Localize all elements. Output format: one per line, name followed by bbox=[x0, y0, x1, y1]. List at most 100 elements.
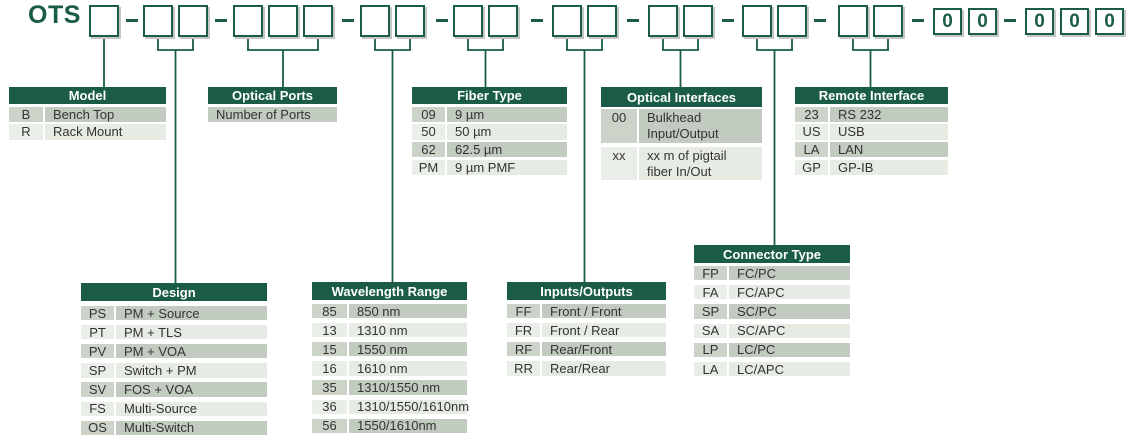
desc-cell: Rear/Rear bbox=[542, 361, 666, 376]
code-cell: LA bbox=[694, 362, 727, 377]
code-cell: B bbox=[9, 106, 43, 122]
code-cell: FR bbox=[507, 323, 540, 338]
desc-cell: GP-IB bbox=[830, 159, 948, 176]
table-header-wavelength_range: Wavelength Range bbox=[312, 282, 467, 300]
desc-cell: 1310 nm bbox=[349, 323, 467, 338]
product-prefix: OTS bbox=[28, 1, 81, 29]
code-box-fixed_00-2: 0 bbox=[968, 8, 997, 35]
desc-cell: PM + VOA bbox=[116, 344, 267, 359]
code-cell: PT bbox=[81, 325, 114, 340]
code-box-optical_ports-3 bbox=[303, 5, 333, 37]
code-box-wavelength_range-1 bbox=[360, 5, 390, 37]
desc-cell: 1310/1550/1610nm bbox=[349, 399, 469, 414]
code-box-optical_ports-1 bbox=[233, 5, 263, 37]
dash-separator-6 bbox=[627, 19, 639, 22]
desc-cell: Multi-Source bbox=[116, 401, 267, 416]
desc-cell: Bench Top bbox=[45, 106, 166, 122]
table-header-optical_ports: Optical Ports bbox=[208, 87, 337, 104]
dash-separator-9 bbox=[912, 19, 924, 22]
code-cell: 13 bbox=[312, 323, 347, 338]
code-cell: SP bbox=[694, 304, 727, 319]
dash-separator-1 bbox=[126, 19, 138, 22]
code-box-wavelength_range-2 bbox=[395, 5, 425, 37]
code-box-optical_interfaces-1 bbox=[648, 5, 678, 37]
code-box-model-1 bbox=[89, 5, 119, 37]
desc-line: xx m of pigtail bbox=[647, 148, 727, 163]
table-header-inputs_outputs: Inputs/Outputs bbox=[507, 282, 666, 300]
table-header-model: Model bbox=[9, 87, 166, 104]
code-box-design-2 bbox=[178, 5, 208, 37]
desc-cell: SC/PC bbox=[729, 304, 850, 319]
code-cell: 85 bbox=[312, 304, 347, 319]
code-cell: 00 bbox=[601, 109, 637, 143]
table-header-design: Design bbox=[81, 283, 267, 301]
desc-cell: USB bbox=[830, 124, 948, 140]
desc-cell: PM + Source bbox=[116, 306, 267, 321]
code-box-design-1 bbox=[143, 5, 173, 37]
desc-cell: SC/APC bbox=[729, 323, 850, 338]
table-header-optical_interfaces: Optical Interfaces bbox=[601, 87, 762, 107]
code-cell: FF bbox=[507, 304, 540, 319]
table-header-fiber_type: Fiber Type bbox=[412, 87, 567, 104]
code-box-inputs_outputs-1 bbox=[552, 5, 582, 37]
desc-cell: 1550 nm bbox=[349, 342, 467, 357]
code-cell: FS bbox=[81, 401, 114, 416]
code-cell: RF bbox=[507, 342, 540, 357]
desc-cell: 62.5 µm bbox=[447, 142, 567, 158]
code-cell: 16 bbox=[312, 361, 347, 376]
desc-cell: Switch + PM bbox=[116, 363, 267, 378]
desc-cell: Front / Front bbox=[542, 304, 666, 319]
dash-separator-7 bbox=[722, 19, 734, 22]
code-box-inputs_outputs-2 bbox=[587, 5, 617, 37]
code-cell: FP bbox=[694, 266, 727, 281]
desc-cell: Number of Ports bbox=[208, 106, 337, 122]
code-cell: PS bbox=[81, 306, 114, 321]
code-cell: US bbox=[795, 124, 828, 140]
desc-cell: 50 µm bbox=[447, 124, 567, 140]
desc-cell: Rack Mount bbox=[45, 124, 166, 140]
desc-cell: 9 µm PMF bbox=[447, 159, 567, 176]
code-cell: 23 bbox=[795, 106, 828, 122]
dash-separator-2 bbox=[215, 19, 227, 22]
code-cell: PV bbox=[81, 344, 114, 359]
desc-cell: FC/PC bbox=[729, 266, 850, 281]
desc-cell: Front / Rear bbox=[542, 323, 666, 338]
code-cell: R bbox=[9, 124, 43, 140]
table-header-remote_interface: Remote Interface bbox=[795, 87, 948, 104]
desc-cell: 1610 nm bbox=[349, 361, 467, 376]
desc-cell: Rear/Front bbox=[542, 342, 666, 357]
desc-cell: 1310/1550 nm bbox=[349, 380, 467, 395]
desc-cell: RS 232 bbox=[830, 106, 948, 122]
dash-separator-4 bbox=[436, 19, 448, 22]
code-box-fixed_000-1: 0 bbox=[1025, 8, 1054, 35]
dash-separator-5 bbox=[531, 19, 543, 22]
desc-line: Bulkhead bbox=[647, 110, 702, 125]
desc-cell: FC/APC bbox=[729, 285, 850, 300]
code-cell: 09 bbox=[412, 106, 445, 122]
code-box-optical_interfaces-2 bbox=[683, 5, 713, 37]
code-cell: 15 bbox=[312, 342, 347, 357]
desc-line: Input/Output bbox=[647, 126, 719, 141]
code-cell: SP bbox=[81, 363, 114, 378]
dash-separator-10 bbox=[1004, 19, 1016, 22]
dash-separator-3 bbox=[342, 19, 354, 22]
code-cell: 50 bbox=[412, 124, 445, 140]
desc-cell: PM + TLS bbox=[116, 325, 267, 340]
desc-cell: FOS + VOA bbox=[116, 382, 267, 397]
code-cell: OS bbox=[81, 420, 114, 435]
code-cell: FA bbox=[694, 285, 727, 300]
code-cell: RR bbox=[507, 361, 540, 376]
code-box-connector_type-1 bbox=[742, 5, 772, 37]
code-box-connector_type-2 bbox=[777, 5, 807, 37]
desc-cell: Multi-Switch bbox=[116, 420, 267, 435]
desc-cell: LAN bbox=[830, 142, 948, 158]
code-cell: LP bbox=[694, 342, 727, 357]
code-box-optical_ports-2 bbox=[268, 5, 298, 37]
dash-separator-8 bbox=[814, 19, 826, 22]
desc-cell: 9 µm bbox=[447, 106, 567, 122]
table-header-connector_type: Connector Type bbox=[694, 245, 850, 263]
code-box-fixed_00-1: 0 bbox=[933, 8, 962, 35]
